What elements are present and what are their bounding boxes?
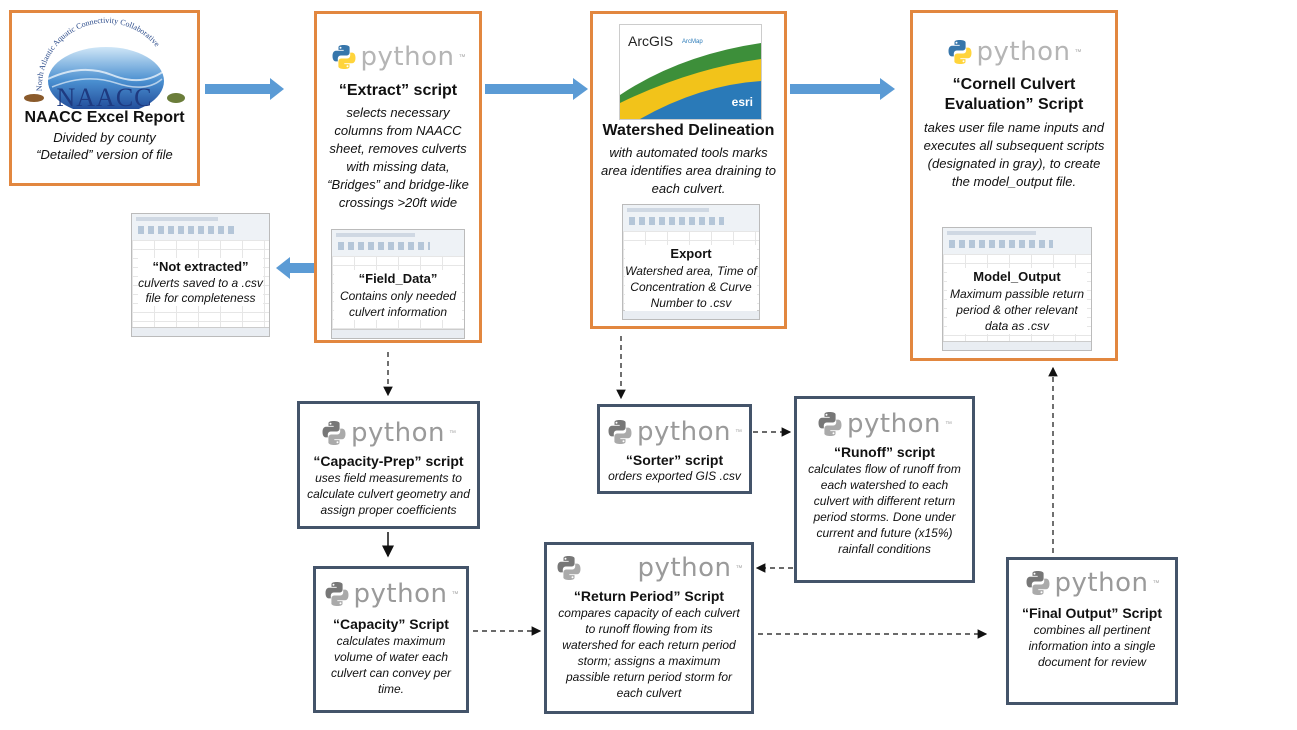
watershed-title: Watershed Delineation [602, 122, 775, 139]
python-wordmark: python [1054, 568, 1149, 598]
spreadsheet-footer [943, 341, 1091, 350]
naacc-desc: Divided by county “Detailed” version of … [36, 130, 173, 162]
export-caption: Export Watershed area, Time of Concentra… [625, 245, 757, 311]
not-extracted-title: “Not extracted” [152, 259, 249, 274]
watershed-desc: with automated tools marks area identifi… [601, 145, 776, 196]
field-data-caption: “Field_Data” Contains only needed culver… [334, 270, 462, 320]
export-title: Export [670, 246, 712, 261]
arcgis-splash-graphic [620, 43, 761, 119]
final-output-title: “Final Output” Script [1022, 605, 1162, 621]
extract-desc: selects necessary columns from NAACC she… [327, 105, 469, 210]
naacc-logo: North Atlantic Aquatic Connectivity Coll… [12, 13, 197, 115]
field-data-desc: Contains only needed culvert information [339, 289, 457, 319]
esri-logo: esri [731, 95, 753, 109]
python-icon [332, 45, 356, 69]
spreadsheet-footer [132, 327, 269, 336]
python-wordmark: python [637, 417, 731, 447]
return-period-title: “Return Period” Script [573, 588, 725, 604]
python-icon [1026, 571, 1050, 595]
return-period-desc: compares capacity of each culvert to run… [558, 606, 740, 700]
capacity-title: “Capacity” Script [333, 616, 449, 632]
spreadsheet-ribbon [132, 214, 269, 241]
python-wordmark: python [360, 42, 455, 72]
spreadsheet-ribbon [623, 205, 759, 232]
naacc-wave-graphic: North Atlantic Aquatic Connectivity Coll… [24, 16, 185, 115]
python-wordmark: python [976, 37, 1071, 67]
spreadsheet-ribbon [332, 230, 464, 257]
spreadsheet-footer [332, 329, 464, 338]
runoff-title: “Runoff” script [833, 444, 936, 460]
capacity-desc: calculates maximum volume of water each … [330, 634, 452, 696]
arcmap-label: ArcMap [682, 39, 703, 45]
not-extracted-spreadsheet: “Not extracted” culverts saved to a .csv… [131, 213, 270, 337]
cornell-desc: takes user file name inputs and executes… [923, 120, 1105, 189]
python-icon [818, 412, 842, 436]
blue-arrow-extract-to-not-extracted [276, 257, 320, 279]
watershed-delineation-box: ArcGIS ArcMap esri Watershed Delineation… [590, 11, 787, 329]
python-wordmark: python [847, 409, 941, 439]
sorter-desc: orders exported GIS .csv [608, 469, 741, 483]
final-output-desc: combines all pertinent information into … [1028, 623, 1156, 669]
cornell-title: “Cornell Culvert Evaluation” Script [944, 76, 1084, 113]
naacc-report-box: North Atlantic Aquatic Connectivity Coll… [9, 10, 200, 186]
field-data-title: “Field_Data” [358, 271, 438, 286]
python-icon [322, 421, 346, 445]
blue-arrow-extract-to-watershed [485, 78, 588, 100]
extract-title: “Extract” script [338, 82, 458, 99]
python-icon [608, 420, 632, 444]
model-output-desc: Maximum passible return period & other r… [949, 287, 1085, 333]
python-icon [948, 40, 972, 64]
arcgis-brand: ArcGIS [628, 33, 674, 49]
sorter-title: “Sorter” script [625, 452, 724, 468]
export-spreadsheet: Export Watershed area, Time of Concentra… [622, 204, 760, 320]
python-wordmark: python [637, 553, 732, 583]
model-output-title: Model_Output [973, 269, 1061, 284]
python-icon [557, 556, 581, 580]
spreadsheet-ribbon [943, 228, 1091, 255]
not-extracted-caption: “Not extracted” culverts saved to a .csv… [138, 258, 263, 306]
spreadsheet-footer [623, 310, 759, 319]
python-icon [325, 582, 349, 606]
runoff-desc: calculates flow of runoff from each wate… [808, 462, 961, 556]
capacity-prep-desc: uses field measurements to calculate cul… [307, 471, 470, 517]
naacc-logo-text: NAACC [56, 83, 153, 112]
naacc-title: NAACC Excel Report [24, 109, 185, 126]
model-output-spreadsheet: Model_Output Maximum passible return per… [942, 227, 1092, 351]
model-output-caption: Model_Output Maximum passible return per… [947, 268, 1087, 334]
arcgis-splash-image: ArcGIS ArcMap esri [619, 24, 762, 120]
not-extracted-desc: culverts saved to a .csv file for comple… [138, 276, 263, 305]
python-wordmark: python [351, 418, 445, 448]
field-data-spreadsheet: “Field_Data” Contains only needed culver… [331, 229, 465, 339]
export-desc: Watershed area, Time of Concentration & … [625, 264, 757, 310]
blue-arrow-watershed-to-cornell [790, 78, 895, 100]
capacity-prep-title: “Capacity-Prep” script [313, 453, 464, 469]
blue-arrow-naacc-to-extract [205, 78, 284, 100]
python-wordmark: python [353, 579, 448, 609]
